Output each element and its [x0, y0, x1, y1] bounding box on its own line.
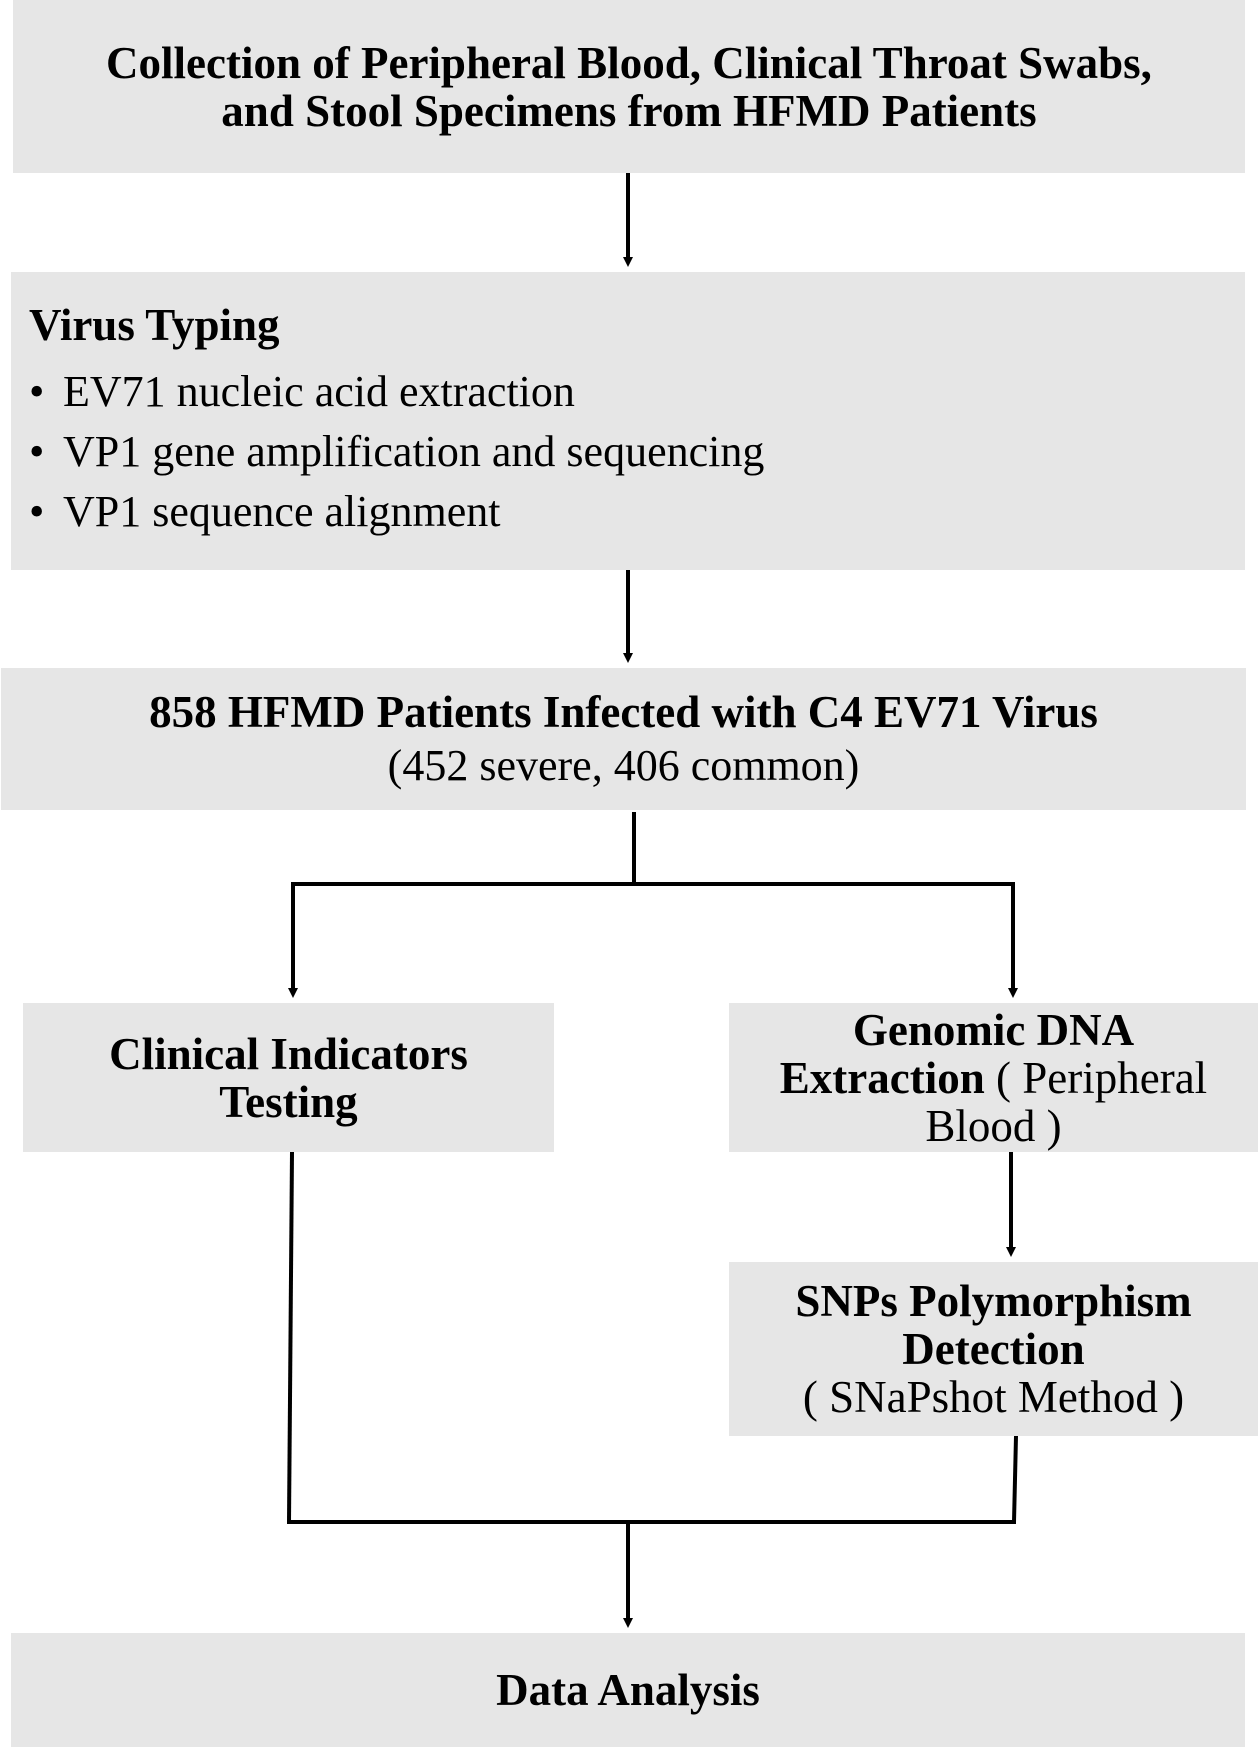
genomic-line-1: Genomic DNA [852, 1004, 1135, 1055]
collection-line-2: and Stool Specimens from HFMD Patients [221, 85, 1037, 136]
clinical-line-2: Testing [219, 1076, 358, 1127]
line-snps-to-merge [1012, 1435, 1018, 1523]
genomic-line-3: Blood ) [925, 1100, 1062, 1151]
virus-typing-list: • EV71 nucleic acid extraction • VP1 gene … [29, 362, 1245, 542]
list-item: • VP1 gene amplification and sequencing [29, 422, 1245, 482]
patients-title: 858 HFMD Patients Infected with C4 EV71 … [149, 687, 1098, 737]
line-clinical-to-merge [287, 1151, 294, 1523]
list-item-text: VP1 sequence alignment [63, 487, 501, 536]
collection-box: Collection of Peripheral Blood, Clinical… [13, 0, 1245, 173]
virus-typing-box: Virus Typing • EV71 nucleic acid extracti… [11, 272, 1245, 570]
virus-typing-title: Virus Typing [29, 300, 280, 350]
bullet-icon: • [29, 487, 45, 536]
list-item-text: VP1 gene amplification and sequencing [63, 427, 765, 476]
clinical-line-1: Clinical Indicators [109, 1028, 468, 1079]
snps-line-1: SNPs Polymorphism [795, 1276, 1192, 1326]
genomic-line-2: Extraction ( Peripheral [780, 1054, 1207, 1102]
patients-subtitle: (452 severe, 406 common) [387, 741, 860, 790]
data-analysis-box: Data Analysis [11, 1633, 1245, 1747]
snps-line-3: ( SNaPshot Method ) [802, 1372, 1185, 1422]
patients-box: 858 HFMD Patients Infected with C4 EV71 … [1, 668, 1246, 810]
list-item: • VP1 sequence alignment [29, 482, 1245, 542]
genomic-line-2-bold: Extraction [779, 1052, 985, 1103]
genomic-line-2-normal: ( Peripheral [984, 1052, 1208, 1103]
bullet-icon: • [29, 427, 45, 476]
list-item-text: EV71 nucleic acid extraction [63, 367, 575, 416]
analysis-title: Data Analysis [496, 1665, 760, 1715]
collection-line-1: Collection of Peripheral Blood, Clinical… [106, 37, 1152, 88]
clinical-indicators-box: Clinical Indicators Testing [23, 1003, 554, 1152]
bullet-icon: • [29, 367, 45, 416]
snps-box: SNPs Polymorphism Detection ( SNaPshot M… [729, 1262, 1258, 1436]
genomic-dna-box: Genomic DNA Extraction ( Peripheral Bloo… [729, 1003, 1258, 1152]
list-item: • EV71 nucleic acid extraction [29, 362, 1245, 422]
snps-line-2: Detection [902, 1324, 1085, 1374]
